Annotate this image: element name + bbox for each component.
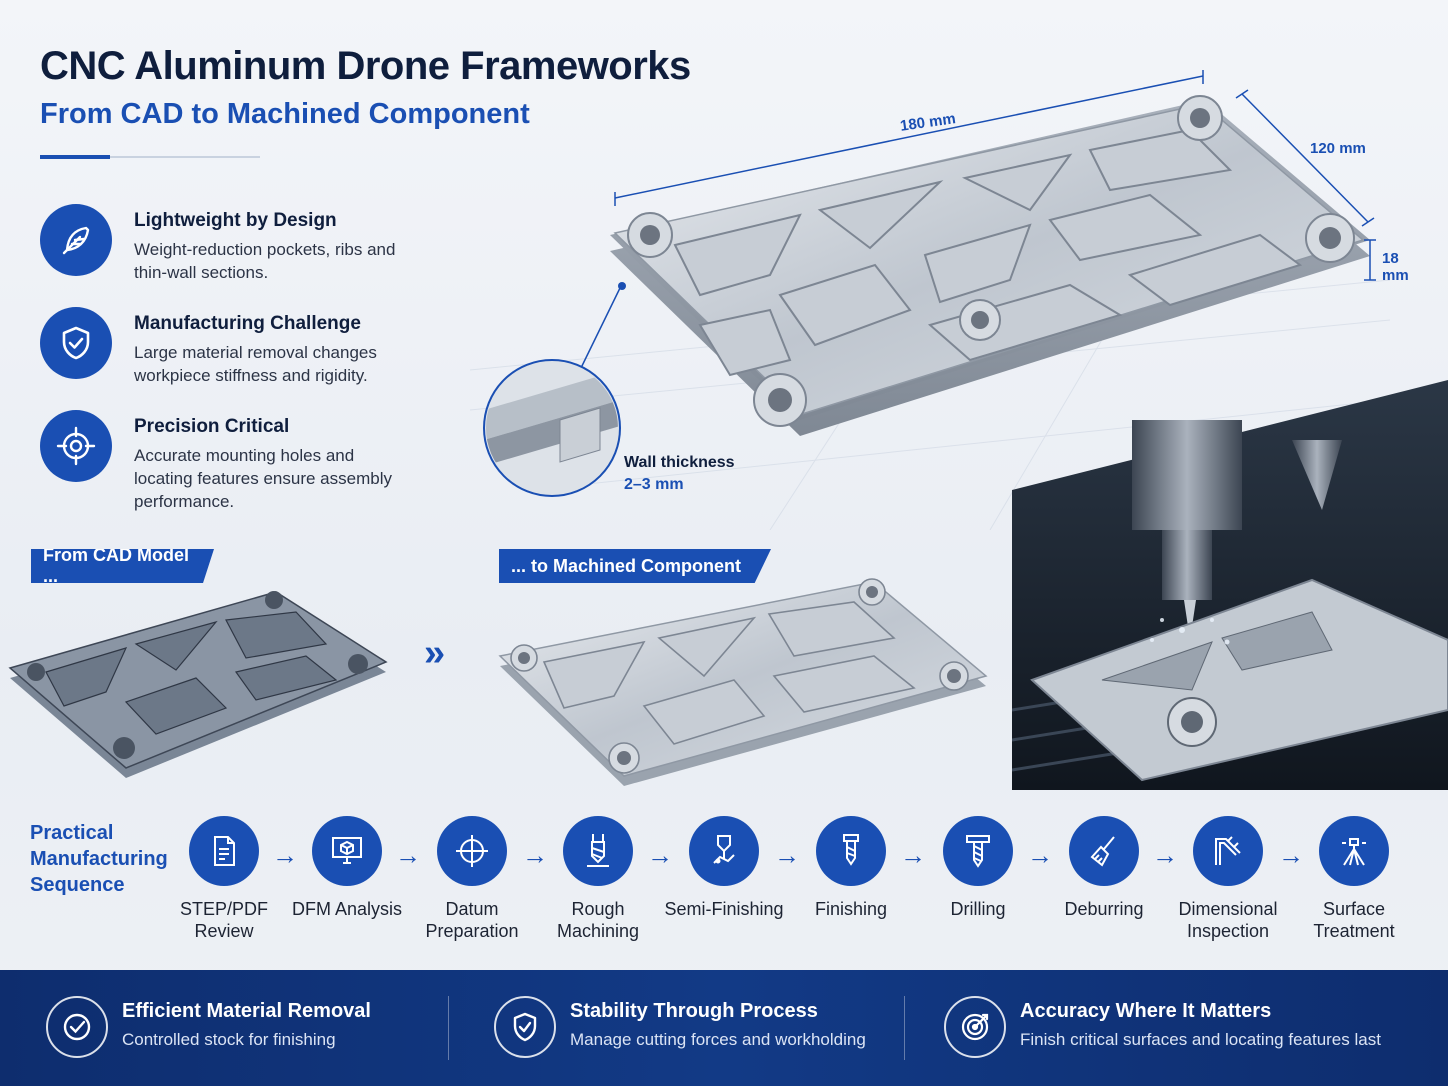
step-label: Drilling (950, 899, 1006, 919)
machined-component-illustration (494, 576, 990, 786)
document-icon (189, 816, 259, 886)
step-semifinishing: Semi-Finishing (664, 816, 784, 920)
cnc-machining-photo (1012, 380, 1448, 790)
footer-text: Manage cutting forces and workholding (570, 1030, 866, 1049)
arrow-right-icon: → (774, 840, 800, 870)
step-label: Datum Preparation (425, 899, 519, 941)
arrow-right-icon: → (395, 840, 421, 870)
feature-title: Lightweight by Design (134, 210, 337, 231)
process-title: Practical Manufacturing Sequence (30, 822, 168, 896)
feature-challenge: Manufacturing Challenge Large material r… (40, 305, 420, 415)
footer-title: Accuracy Where It Matters (1020, 1000, 1272, 1022)
step-datum: Datum Preparation (412, 816, 532, 942)
chevron-right-icon: » (424, 632, 446, 674)
arrow-right-icon: → (900, 840, 926, 870)
footer-title: Stability Through Process (570, 1000, 818, 1022)
step-dfm: DFM Analysis (287, 816, 407, 920)
arrow-right-icon: → (522, 840, 548, 870)
wall-thickness-value: 2–3 mm (624, 476, 684, 493)
step-label: Deburring (1064, 899, 1144, 919)
tag-cad-model: From CAD Model ... (31, 549, 214, 583)
shield-check-icon (494, 996, 556, 1058)
check-circle-icon (46, 996, 108, 1058)
title-divider (40, 155, 260, 159)
wall-thickness-label: Wall thickness (624, 454, 735, 471)
footer-divider (448, 996, 449, 1060)
page-title: CNC Aluminum Drone Frameworks (40, 44, 691, 88)
footer-text: Controlled stock for finishing (122, 1030, 336, 1049)
crosshair-icon (40, 410, 112, 482)
page-subtitle: From CAD to Machined Component (40, 98, 530, 130)
hero-frame-illustration: 180 mm 120 mm 18 mm Wall thickness 2–3 m… (469, 70, 1409, 531)
step-rough: Rough Machining (538, 816, 658, 942)
cutter-icon (689, 816, 759, 886)
dim-height: 18 mm (1382, 250, 1409, 284)
step-review: STEP/PDF Review (164, 816, 284, 942)
step-label: Semi-Finishing (664, 899, 784, 919)
shield-check-icon (40, 307, 112, 379)
feature-title: Manufacturing Challenge (134, 313, 361, 334)
arrow-right-icon: → (647, 840, 673, 870)
step-label: Surface Treatment (1313, 899, 1395, 941)
drill-icon (943, 816, 1013, 886)
step-label: Dimensional Inspection (1178, 899, 1278, 941)
step-label: DFM Analysis (291, 899, 403, 919)
feature-text: Accurate mounting holes and locating fea… (134, 446, 392, 511)
step-label: Finishing (814, 899, 888, 919)
arrow-right-icon: → (272, 840, 298, 870)
footer-banner: Efficient Material Removal Controlled st… (0, 970, 1448, 1086)
step-label: Rough Machining (556, 899, 640, 941)
footer-title: Efficient Material Removal (122, 1000, 371, 1022)
step-label: STEP/PDF Review (179, 899, 268, 941)
feature-precision: Precision Critical Accurate mounting hol… (40, 408, 420, 518)
feature-text: Weight-reduction pockets, ribs and thin-… (134, 240, 396, 282)
step-finishing: Finishing (791, 816, 911, 920)
target-icon (944, 996, 1006, 1058)
cad-model-illustration (6, 582, 391, 782)
step-drilling: Drilling (918, 816, 1038, 920)
footer-item-accuracy: Accuracy Where It Matters Finish critica… (944, 992, 1424, 1064)
feature-title: Precision Critical (134, 416, 290, 437)
footer-item-material-removal: Efficient Material Removal Controlled st… (46, 992, 426, 1064)
monitor-cube-icon (312, 816, 382, 886)
footer-divider (904, 996, 905, 1060)
arrow-right-icon: → (1152, 840, 1178, 870)
footer-text: Finish critical surfaces and locating fe… (1020, 1030, 1381, 1049)
feature-lightweight: Lightweight by Design Weight-reduction p… (40, 202, 420, 312)
footer-item-stability: Stability Through Process Manage cutting… (494, 992, 894, 1064)
step-inspection: Dimensional Inspection (1168, 816, 1288, 942)
feature-text: Large material removal changes workpiece… (134, 343, 377, 385)
finishing-tool-icon (816, 816, 886, 886)
step-surface: Surface Treatment (1294, 816, 1414, 942)
arrow-right-icon: → (1278, 840, 1304, 870)
arrow-right-icon: → (1027, 840, 1053, 870)
dim-width: 120 mm (1310, 140, 1366, 157)
crosshair-icon (437, 816, 507, 886)
feather-icon (40, 204, 112, 276)
spray-icon (1319, 816, 1389, 886)
step-deburring: Deburring (1044, 816, 1164, 920)
brush-icon (1069, 816, 1139, 886)
end-mill-icon (563, 816, 633, 886)
caliper-icon (1193, 816, 1263, 886)
tag-machined-component: ... to Machined Component (499, 549, 771, 583)
